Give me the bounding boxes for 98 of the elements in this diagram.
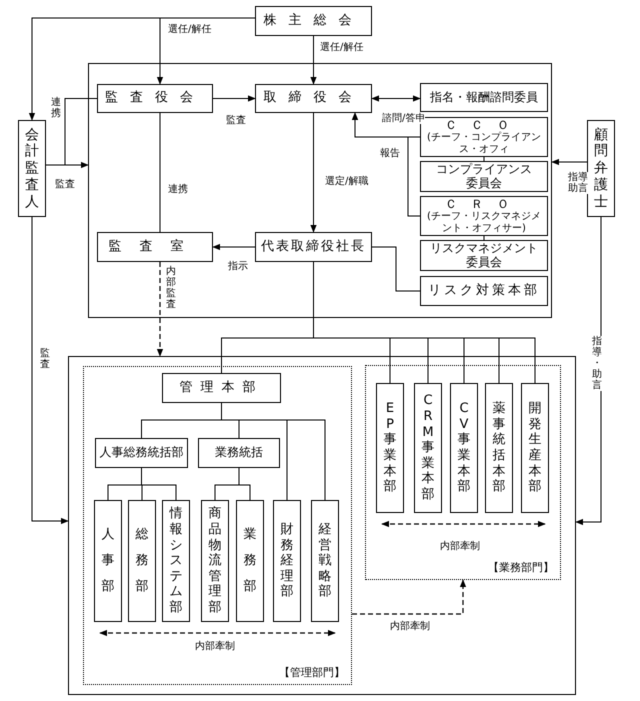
- edge-label: 連携: [51, 97, 61, 119]
- org-box: [414, 383, 442, 513]
- box-text: 監査役会: [105, 91, 205, 106]
- box-text: コンプライアンス委員会: [435, 162, 533, 190]
- edge-label: 監査: [40, 348, 50, 370]
- edge-label: 選任/解任: [320, 42, 364, 53]
- arrow: [310, 112, 317, 233]
- section-frame: [88, 63, 552, 318]
- edge-label: 諮問/答申: [382, 113, 426, 124]
- org-box: [198, 438, 280, 468]
- edge-label: 内部監査: [166, 266, 176, 310]
- box-text: 管理本部: [180, 380, 264, 396]
- org-box: [201, 500, 229, 622]
- edge-label: 監査: [55, 179, 75, 190]
- org-box: [18, 120, 46, 217]
- org-box: [485, 383, 513, 513]
- edge-label: 内部牽制: [440, 541, 480, 552]
- section-label: 【管理部門】: [279, 665, 345, 680]
- org-box: [587, 120, 615, 217]
- arrow: [551, 158, 588, 166]
- box-text: 取締役会: [264, 91, 364, 106]
- box-text: CV事業本部: [458, 401, 470, 495]
- org-box: [162, 373, 281, 403]
- org-box: [97, 84, 213, 113]
- arrow: [310, 36, 317, 85]
- org-box: [311, 500, 339, 622]
- org-box: [420, 276, 548, 306]
- connector-line: [141, 468, 176, 500]
- arrow: [156, 262, 164, 357]
- section-frame: [83, 366, 352, 685]
- org-box: [162, 500, 190, 622]
- box-text: リスクマネジメント委員会: [429, 242, 539, 270]
- org-box: [255, 232, 372, 262]
- org-box: [128, 500, 156, 622]
- org-box: [255, 84, 372, 113]
- box-text: 情報システム部: [170, 506, 182, 616]
- box-text: (チーフ・リスクマネジメント・オフィサー): [426, 211, 542, 234]
- edge-label: 選任/解任: [168, 24, 212, 35]
- box-text: リスク対策本部: [428, 284, 540, 298]
- org-box: [255, 6, 372, 36]
- box-text: 業務統括: [215, 446, 263, 460]
- box-text: 薬事統括本部: [492, 401, 506, 495]
- connector-line: [372, 246, 420, 292]
- org-box: [420, 240, 548, 271]
- arrow: [352, 579, 466, 615]
- box-text: 財務経理部: [280, 522, 294, 600]
- org-box: [420, 196, 548, 236]
- org-box: [97, 232, 213, 262]
- section-frame: [365, 365, 561, 580]
- box-text: 開発生産本部: [528, 401, 542, 495]
- box-text: ＣＲＯ: [445, 198, 523, 212]
- arrow: [381, 520, 546, 528]
- connector-line: [221, 402, 326, 500]
- org-box: [450, 383, 478, 513]
- section-frame: [68, 356, 576, 695]
- org-box: [521, 383, 549, 513]
- arrow: [46, 162, 89, 168]
- edge-label: 指導助言: [568, 172, 588, 194]
- org-box: [236, 500, 264, 622]
- box-text: 会計監査人: [25, 126, 39, 210]
- edge-label: 監査: [226, 115, 246, 126]
- edge-label: 連携: [168, 184, 188, 195]
- box-text: ＣＣＯ: [445, 118, 523, 132]
- box-text: 顧問弁護士: [594, 126, 608, 210]
- box-text: EP事業本部: [384, 401, 396, 495]
- edge-label: 内部牽制: [195, 641, 235, 652]
- box-text: 商品物流管理部: [208, 506, 222, 616]
- arrow: [352, 112, 420, 216]
- org-box: [94, 500, 122, 622]
- box-text: 人事部: [102, 526, 114, 596]
- arrow: [371, 95, 421, 102]
- box-text: CRM事業本部: [422, 393, 434, 503]
- box-text: (チーフ・コンプライアンス・オフィ: [426, 132, 542, 156]
- box-text: 監査室: [108, 240, 202, 254]
- edge-label: 指示: [228, 261, 248, 272]
- arrow: [32, 216, 69, 524]
- edge-label: 選定/解職: [325, 176, 368, 187]
- box-text: 代表取締役社長: [261, 240, 366, 254]
- box-text: 総務部: [136, 526, 148, 596]
- org-box: [376, 383, 404, 513]
- arrow: [99, 630, 336, 636]
- org-box: [420, 161, 548, 192]
- edge-label: 報告: [380, 148, 400, 159]
- edge-label: 内部牽制: [390, 621, 430, 632]
- org-box: [95, 438, 188, 468]
- box-text: 業務部: [244, 526, 256, 596]
- org-box: [420, 83, 548, 112]
- arrow: [212, 244, 256, 250]
- box-text: 指名・報酬諮問委員: [430, 90, 538, 104]
- box-text: 経営戦略部: [318, 522, 332, 600]
- section-label: 【業務部門】: [488, 560, 554, 575]
- org-box: [273, 500, 301, 622]
- box-text: 株主総会: [264, 14, 364, 28]
- arrow: [28, 18, 256, 121]
- connector-line: [238, 468, 250, 500]
- edge-label: 指導・助言: [592, 336, 602, 391]
- box-text: 人事総務統括部: [100, 446, 184, 460]
- arrow: [212, 95, 256, 102]
